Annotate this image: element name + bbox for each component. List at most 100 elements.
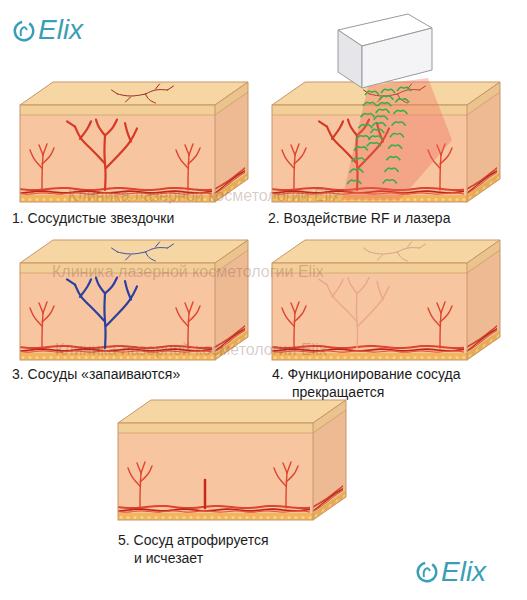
- surface-vein: [168, 86, 174, 90]
- spider-vein: [358, 286, 389, 326]
- dermis: [118, 433, 313, 513]
- device-side: [338, 30, 362, 88]
- rf-wave: [390, 133, 404, 137]
- fat-cell: [463, 198, 466, 201]
- skin-front: [118, 423, 313, 520]
- fat-cell: [358, 356, 361, 359]
- fat-cell: [43, 198, 46, 201]
- small-vessel: [189, 302, 193, 313]
- fat-cell: [421, 198, 424, 201]
- fat-cell: [337, 356, 340, 359]
- small-vessel: [274, 468, 286, 486]
- fat-cell: [393, 356, 396, 359]
- skin-side: [313, 400, 346, 520]
- surface-vein: [126, 97, 131, 102]
- skin-outline: [118, 423, 313, 520]
- fat-cell: [428, 198, 431, 201]
- atrophied-vessel: [204, 480, 207, 508]
- spider-vein: [106, 286, 137, 326]
- small-vessel: [283, 463, 287, 473]
- fat-cell: [211, 516, 214, 519]
- fat-cell: [407, 356, 410, 359]
- epidermis: [20, 105, 215, 115]
- rf-wave: [365, 91, 379, 95]
- surface-vein: [408, 242, 412, 247]
- rf-wave: [363, 102, 377, 106]
- rf-wave: [370, 129, 384, 133]
- spider-vein: [332, 279, 343, 297]
- small-vessel: [39, 145, 43, 155]
- shade: [313, 400, 346, 520]
- small-vessel: [282, 308, 294, 326]
- rf-wave: [397, 87, 411, 91]
- small-vessel: [176, 150, 188, 168]
- step-caption: 4. Функционирование сосуда прекращается: [272, 366, 512, 401]
- fat-cell: [428, 356, 431, 359]
- fat-cell: [239, 516, 242, 519]
- fat-cell: [456, 356, 459, 359]
- rf-wave: [356, 136, 370, 140]
- fat-cell: [29, 198, 32, 201]
- fat-cell: [36, 356, 39, 359]
- rf-wave: [388, 145, 402, 149]
- logo-text: Elix: [441, 558, 486, 586]
- fat-cell: [29, 356, 32, 359]
- small-vessel: [440, 313, 441, 348]
- laser-device: [338, 14, 432, 88]
- small-vessel: [286, 466, 298, 482]
- fat-cell: [372, 356, 375, 359]
- surface-vein: [126, 255, 131, 260]
- rf-wave: [383, 180, 397, 184]
- fat-cell: [435, 198, 438, 201]
- small-vessel: [287, 462, 291, 473]
- spider-vein: [75, 285, 105, 322]
- small-vessel: [291, 145, 295, 155]
- skin-block: [20, 82, 248, 202]
- layer-line: [20, 115, 215, 116]
- skin-outline: [467, 82, 500, 202]
- fat-cell: [267, 516, 270, 519]
- fat-cell: [400, 356, 403, 359]
- deep-vessel: [118, 511, 310, 512]
- fat-cell: [127, 516, 130, 519]
- skin-outline: [467, 240, 500, 360]
- skin-side: [215, 82, 248, 202]
- rf-wave: [385, 168, 399, 172]
- spider-vein: [348, 120, 357, 136]
- fat-cell: [421, 356, 424, 359]
- skin-outline: [313, 400, 346, 520]
- surface-vein: [146, 252, 156, 261]
- rf-wave: [354, 147, 368, 151]
- spider-vein: [105, 120, 117, 136]
- small-vessel: [294, 148, 306, 164]
- surface-vein: [112, 248, 118, 252]
- small-vessel: [440, 306, 452, 322]
- spider-vein: [327, 285, 357, 322]
- rf-wave: [349, 169, 363, 173]
- spider-vein: [80, 279, 91, 297]
- spider-vein: [80, 121, 91, 139]
- fat-cell: [386, 356, 389, 359]
- rf-wave: [393, 110, 407, 114]
- skin-outline: [215, 82, 248, 202]
- small-vessel: [294, 306, 306, 322]
- small-vessel: [428, 308, 440, 326]
- spider-vein: [319, 279, 327, 284]
- spider-vein: [96, 120, 105, 136]
- spider-vein: [332, 121, 343, 139]
- rf-wave: [392, 122, 406, 126]
- small-vessel: [30, 150, 42, 168]
- skin-surface: [20, 82, 248, 105]
- spider-vein: [357, 278, 369, 294]
- small-vessel: [188, 306, 200, 322]
- skin-surface: [118, 400, 346, 423]
- logo-text: Elix: [38, 16, 83, 44]
- small-vessel: [42, 155, 43, 190]
- fat-cell: [169, 516, 172, 519]
- laser-beam: [342, 78, 452, 200]
- logo-swirl: [21, 27, 27, 36]
- fat-cell: [57, 198, 60, 201]
- rf-wave: [352, 158, 366, 162]
- fat-cell: [281, 516, 284, 519]
